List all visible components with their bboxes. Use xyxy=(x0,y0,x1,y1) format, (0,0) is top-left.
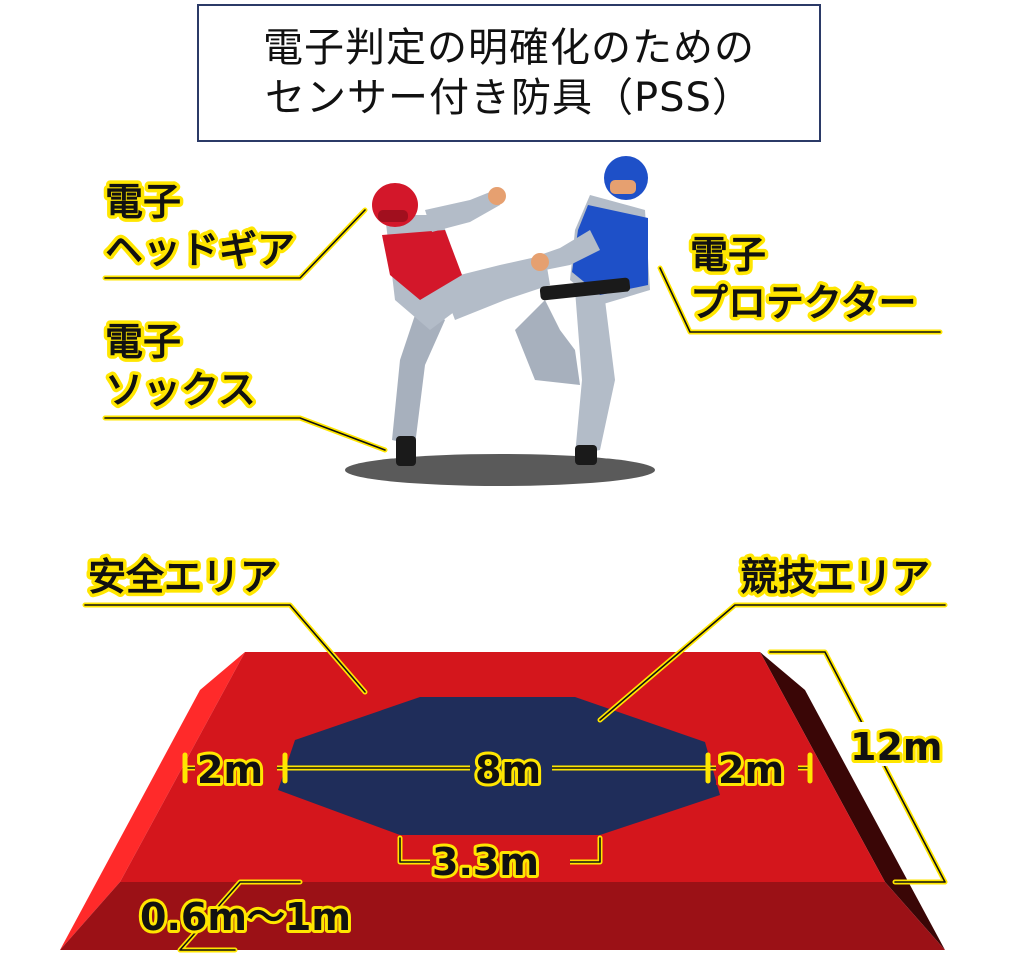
dim-side: 12m xyxy=(850,725,942,769)
dim-center: 8m xyxy=(475,748,541,792)
dim-right-margin: 2m xyxy=(718,748,784,792)
mat-right-side xyxy=(760,652,945,950)
octagon-edge-dimension: 3.3m xyxy=(397,835,603,887)
label-protector-line2: プロテクター xyxy=(690,281,916,325)
title-line-1: 電子判定の明確化のための xyxy=(263,25,755,71)
height-dimension: 0.6m〜1m xyxy=(137,879,354,953)
fighters-illustration xyxy=(345,156,655,486)
dim-left-margin: 2m xyxy=(197,748,263,792)
red-electronic-sock xyxy=(396,436,416,466)
label-protector-line1: 電子 xyxy=(690,233,766,277)
label-headgear-line2: ヘッドギア xyxy=(105,228,295,272)
protector-callout: 電子 プロテクター xyxy=(657,230,943,335)
floor-shadow xyxy=(345,454,655,486)
socks-callout: 電子 ソックス xyxy=(102,317,388,453)
red-fighter xyxy=(372,183,550,466)
side-dimension: 12m xyxy=(767,649,948,885)
blue-protector xyxy=(572,205,648,295)
dim-octagon-edge: 3.3m xyxy=(432,840,539,884)
red-protector xyxy=(382,230,462,300)
blue-fighter xyxy=(515,156,650,465)
mat-left-side xyxy=(60,652,245,950)
label-safety-area: 安全エリア xyxy=(88,555,278,599)
label-socks-line1: 電子 xyxy=(105,320,181,364)
dim-height: 0.6m〜1m xyxy=(140,895,351,939)
label-competition-area: 競技エリア xyxy=(740,555,930,599)
title-line-2: センサー付き防具（PSS） xyxy=(265,75,753,121)
headgear-callout: 電子 ヘッドギア xyxy=(102,177,368,281)
width-dimension: 2m 8m 2m xyxy=(182,745,813,795)
competition-area-callout: 競技エリア xyxy=(597,552,948,723)
label-socks-line2: ソックス xyxy=(105,368,256,412)
title-box: 電子判定の明確化のための センサー付き防具（PSS） xyxy=(197,4,821,142)
competition-mat xyxy=(60,652,945,950)
blue-electronic-sock xyxy=(575,445,597,465)
mat-front xyxy=(60,882,945,950)
label-headgear-line1: 電子 xyxy=(105,180,181,224)
safety-area-callout: 安全エリア xyxy=(82,552,368,695)
black-belt xyxy=(539,277,631,301)
